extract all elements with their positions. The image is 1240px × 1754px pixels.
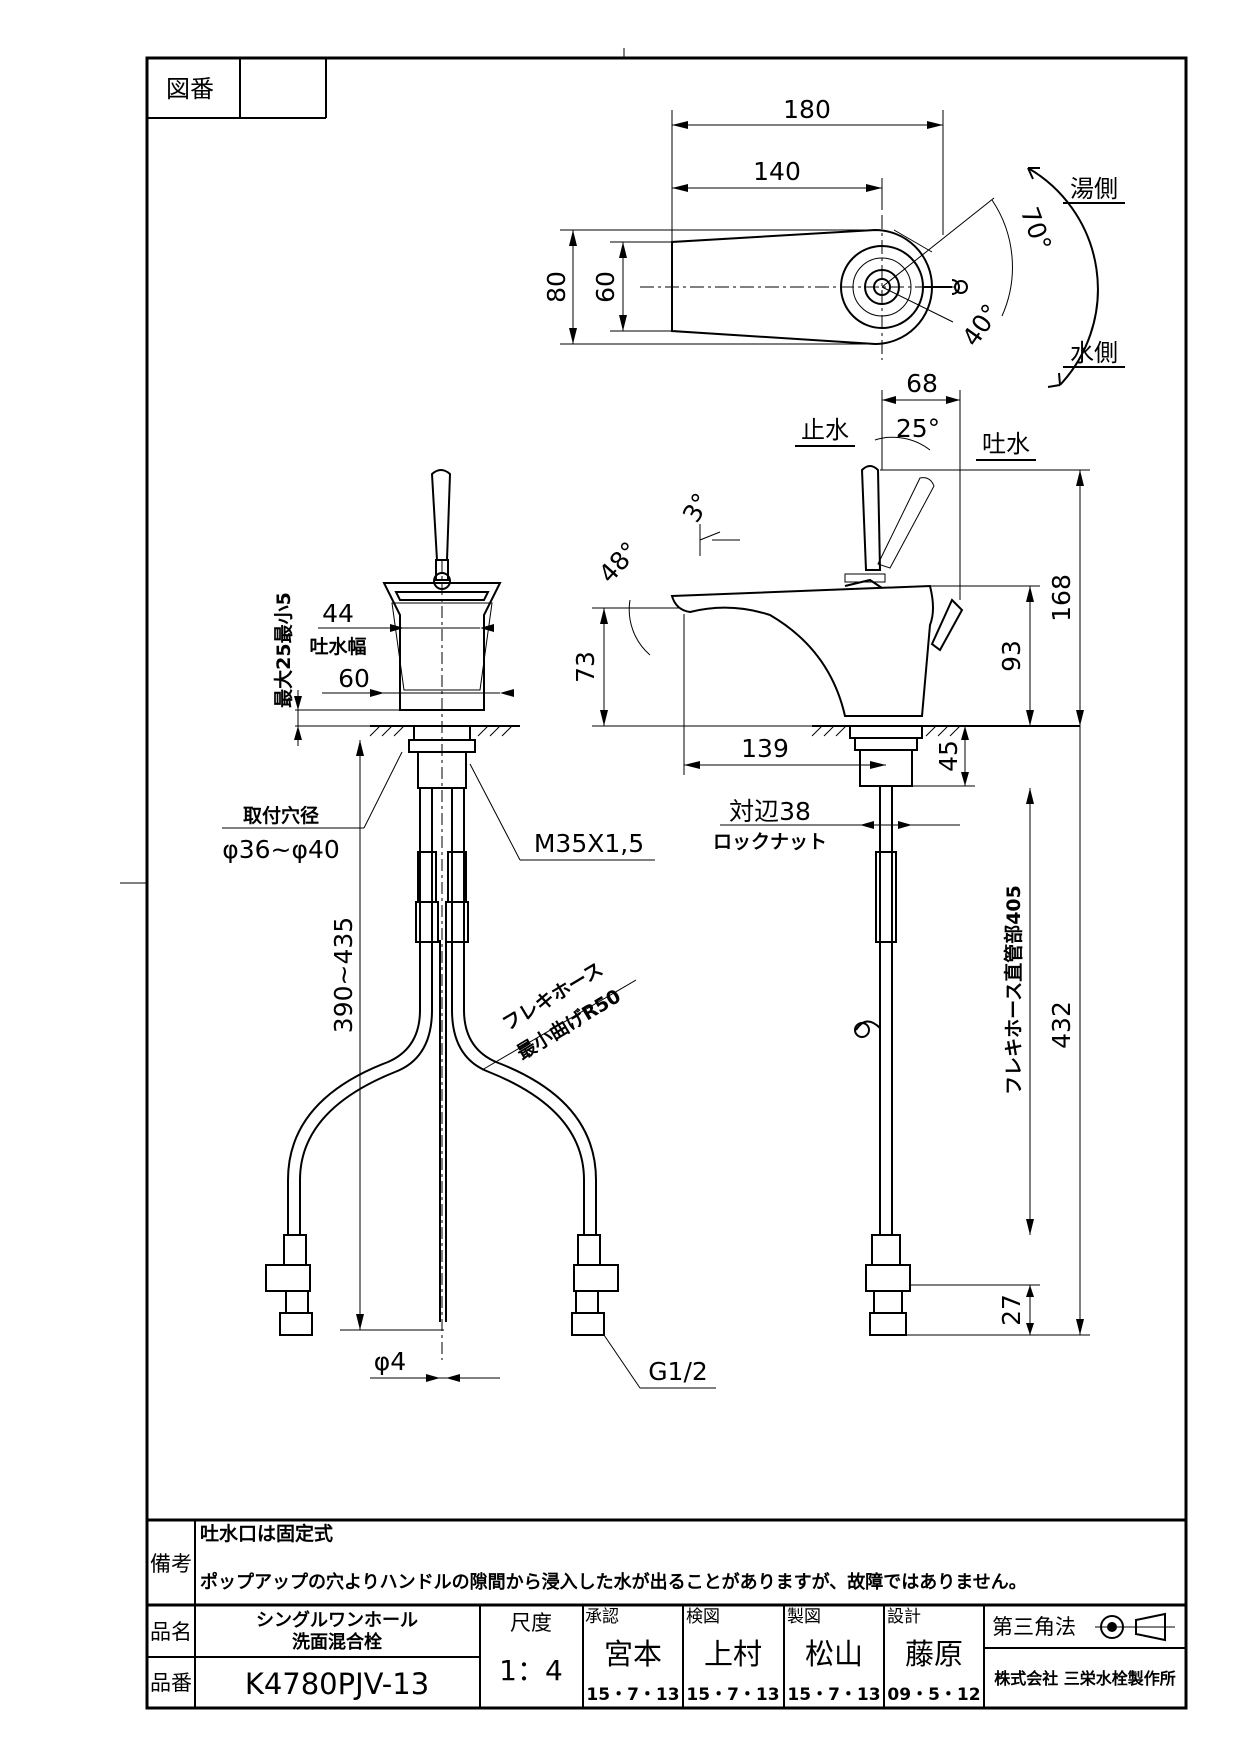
zuban-label: 図番 bbox=[166, 75, 214, 103]
top-view: 180 140 80 60 70° 40° 湯側 水側 bbox=[542, 95, 1125, 388]
discharge-label: 吐水 bbox=[982, 430, 1030, 458]
dim-60-front: 60 bbox=[338, 664, 370, 693]
drawing-name: 松山 bbox=[805, 1637, 863, 1671]
hot-side-label: 湯側 bbox=[1070, 175, 1118, 203]
note-fixed-spout: 吐水口は固定式 bbox=[200, 1522, 333, 1545]
drawing-number-box: 図番 bbox=[147, 58, 327, 119]
dim-68: 68 bbox=[906, 369, 938, 398]
dim-27: 27 bbox=[997, 1294, 1026, 1326]
check-label: 検図 bbox=[686, 1607, 720, 1627]
drawing-date: 15・7・13 bbox=[787, 1685, 880, 1705]
check-date: 15・7・13 bbox=[686, 1685, 779, 1705]
angle-48: 48° bbox=[593, 536, 644, 588]
title-block: 備考 吐水口は固定式 ポップアップの穴よりハンドルの隙間から浸入した水が出ること… bbox=[147, 1518, 1186, 1708]
scale-value: 1：4 bbox=[499, 1654, 563, 1687]
approval-date: 15・7・13 bbox=[586, 1685, 679, 1705]
stop-water-label: 止水 bbox=[801, 416, 849, 444]
company-name: 株式会社 三栄水栓製作所 bbox=[994, 1669, 1176, 1688]
design-name: 藤原 bbox=[905, 1637, 963, 1671]
angle-25: 25° bbox=[896, 414, 940, 443]
front-body bbox=[382, 582, 502, 711]
front-countertop-hatch bbox=[369, 725, 513, 737]
across-flats-label: 対辺38 bbox=[729, 797, 811, 826]
dim-180: 180 bbox=[783, 95, 831, 124]
cold-side-label: 水側 bbox=[1070, 339, 1118, 367]
front-hose-right bbox=[451, 788, 585, 1235]
check-name: 上村 bbox=[704, 1637, 762, 1671]
top-view-body bbox=[671, 228, 933, 346]
dim-73: 73 bbox=[571, 651, 600, 683]
product-name-line1: シングルワンホール bbox=[256, 1609, 418, 1631]
biko-label: 備考 bbox=[150, 1552, 192, 1576]
spout-width: 吐水幅 bbox=[309, 635, 366, 658]
hinmei-label: 品名 bbox=[150, 1620, 192, 1644]
note-popup: ポップアップの穴よりハンドルの隙間から浸入した水が出ることがありますが、故障では… bbox=[200, 1571, 1027, 1593]
front-lever bbox=[430, 469, 452, 561]
g-half-label: G1/2 bbox=[648, 1357, 708, 1386]
design-label: 設計 bbox=[887, 1607, 921, 1627]
angle-40: 40° bbox=[956, 299, 1005, 352]
angle-70: 70° bbox=[1015, 203, 1057, 255]
drawing-label: 製図 bbox=[787, 1607, 821, 1627]
side-lever-open bbox=[877, 477, 935, 569]
hinban-label: 品番 bbox=[150, 1671, 192, 1695]
hose-straight-label: フレキホース直管部405 bbox=[1002, 885, 1025, 1095]
front-hose-left bbox=[299, 788, 433, 1235]
mount-hole-label: 取付穴径 bbox=[243, 804, 319, 827]
max25-min5: 最大25最小5 bbox=[272, 592, 295, 708]
side-view: 68 止水 25° 吐水 3° 48° 73 168 93 bbox=[571, 369, 1090, 1336]
dim-44: 44 bbox=[322, 599, 354, 628]
dim-140: 140 bbox=[753, 157, 801, 186]
dim-432: 432 bbox=[1047, 1001, 1076, 1049]
dim-45: 45 bbox=[934, 740, 963, 772]
mount-hole-value: φ36~φ40 bbox=[222, 835, 340, 864]
dim-139: 139 bbox=[741, 734, 789, 763]
projection-label: 第三角法 bbox=[992, 1615, 1076, 1639]
lock-nut-label: ロックナット bbox=[713, 831, 827, 853]
dim-93: 93 bbox=[997, 640, 1026, 672]
dim-80: 80 bbox=[542, 271, 571, 303]
thread-spec: M35X1,5 bbox=[534, 829, 644, 858]
side-lever-closed bbox=[860, 465, 882, 571]
dim-60-top: 60 bbox=[591, 271, 620, 303]
hot-cold-arc bbox=[1027, 167, 1099, 386]
third-angle-projection-icon bbox=[1095, 1612, 1175, 1642]
side-spout-body bbox=[670, 584, 934, 717]
product-name-line2: 洗面混合栓 bbox=[292, 1631, 382, 1653]
dim-168: 168 bbox=[1047, 574, 1076, 622]
phi-4: φ4 bbox=[374, 1347, 406, 1376]
angle-3: 3° bbox=[677, 488, 716, 527]
approval-name: 宮本 bbox=[604, 1637, 662, 1671]
design-date: 09・5・12 bbox=[887, 1685, 980, 1705]
approval-label: 承認 bbox=[585, 1607, 619, 1627]
side-countertop-hatch bbox=[811, 725, 961, 737]
hose-length: 390~435 bbox=[329, 917, 358, 1033]
scale-label: 尺度 bbox=[510, 1611, 552, 1635]
product-number: K4780PJV-13 bbox=[245, 1667, 429, 1701]
